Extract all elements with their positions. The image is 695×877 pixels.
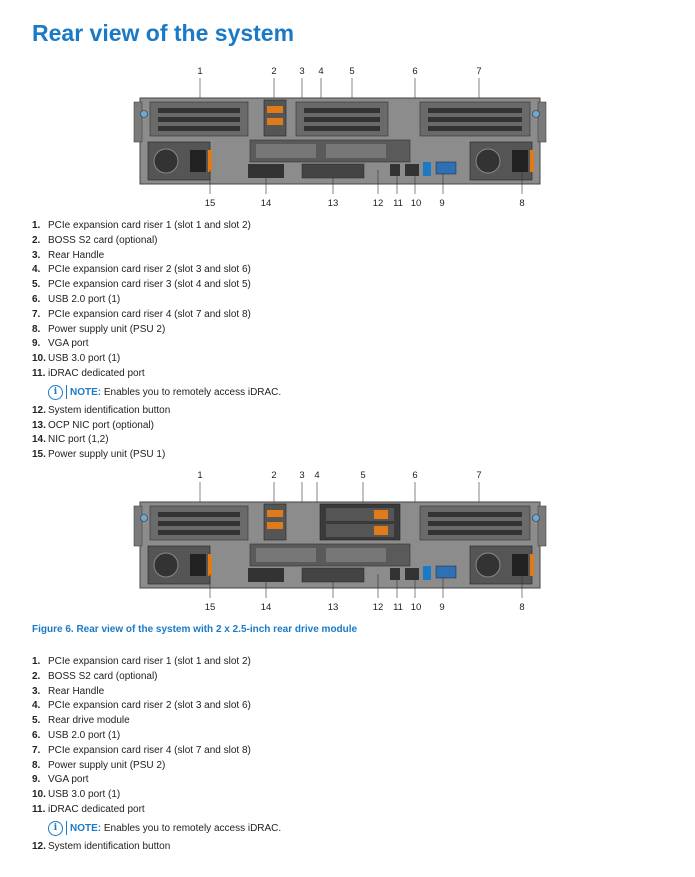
list-item: 12.System identification button	[32, 840, 171, 852]
list-item: 2.BOSS S2 card (optional)	[32, 670, 158, 682]
rear-view-figure-2: 1 2 3 4 5 6 7	[120, 466, 560, 616]
page-title: Rear view of the system	[32, 20, 295, 46]
info-icon: i	[48, 384, 63, 400]
callout-1: 1	[197, 66, 202, 77]
list-item: 6.USB 2.0 port (1)	[32, 729, 121, 741]
server-rear-diagram-2: 1 2 3 4 5 6 7	[133, 470, 547, 613]
callout-4: 4	[318, 66, 323, 77]
list-item: 5.PCIe expansion card riser 3 (slot 4 an…	[32, 279, 251, 291]
callout-1: 1	[197, 470, 202, 481]
top-callouts-1: 1 2 3 4 5 6 7	[197, 66, 481, 77]
callout-10: 10	[411, 602, 422, 613]
callout-15: 15	[205, 602, 216, 613]
callout-9: 9	[439, 602, 444, 613]
list-item: 14.NIC port (1,2)	[32, 434, 109, 446]
callout-13: 13	[328, 602, 339, 613]
list-item: 11.iDRAC dedicated port	[32, 803, 145, 815]
callout-6: 6	[412, 470, 417, 481]
callout-15: 15	[205, 198, 216, 209]
list-item: 9.VGA port	[32, 338, 89, 350]
callout-12: 12	[373, 198, 384, 209]
list-item: 8.Power supply unit (PSU 2)	[32, 759, 166, 771]
note-divider	[66, 821, 67, 836]
bottom-callouts-2: 15 14 13 12 11 10 9 8	[205, 602, 525, 613]
list-item: 6.USB 2.0 port (1)	[32, 293, 121, 305]
callout-4: 4	[314, 470, 319, 481]
list-item: 7.PCIe expansion card riser 4 (slot 7 an…	[32, 744, 251, 756]
top-callouts-2: 1 2 3 4 5 6 7	[197, 470, 481, 481]
callout-2: 2	[271, 470, 276, 481]
list-item: 12.System identification button	[32, 404, 171, 416]
list-item: 8.Power supply unit (PSU 2)	[32, 323, 166, 335]
component-list-2: 1.PCIe expansion card riser 1 (slot 1 an…	[32, 655, 652, 855]
list-item: 4.PCIe expansion card riser 2 (slot 3 an…	[32, 264, 251, 276]
list-item: 3.Rear Handle	[32, 685, 105, 697]
callout-5: 5	[360, 470, 365, 481]
callout-12: 12	[373, 602, 384, 613]
callout-3: 3	[299, 470, 304, 481]
note-divider	[66, 385, 67, 400]
rear-view-figure-1: 1 2 3 4 5 6 7	[120, 62, 560, 212]
callout-10: 10	[411, 198, 422, 209]
callout-11: 11	[393, 198, 403, 209]
callout-9: 9	[439, 198, 444, 209]
list-item: 11.iDRAC dedicated port	[32, 367, 145, 379]
list-item: 2.BOSS S2 card (optional)	[32, 234, 158, 246]
list-item: 13.OCP NIC port (optional)	[32, 419, 154, 431]
list-item: 3.Rear Handle	[32, 249, 105, 261]
list-item: 4.PCIe expansion card riser 2 (slot 3 an…	[32, 700, 251, 712]
callout-14: 14	[261, 602, 272, 613]
callout-6: 6	[412, 66, 417, 77]
callout-14: 14	[261, 198, 272, 209]
callout-7: 7	[476, 66, 481, 77]
info-icon: i	[48, 820, 63, 836]
callout-8: 8	[519, 602, 524, 613]
list-item: 1.PCIe expansion card riser 1 (slot 1 an…	[32, 220, 251, 231]
list-item: 10.USB 3.0 port (1)	[32, 789, 121, 801]
callout-8: 8	[519, 198, 524, 209]
callout-7: 7	[476, 470, 481, 481]
callout-11: 11	[393, 602, 403, 613]
list-item: 5.Rear drive module	[32, 715, 130, 727]
callout-2: 2	[271, 66, 276, 77]
callout-5: 5	[349, 66, 354, 77]
bottom-callouts-1: 15 14 13 12 11 10 9 8	[205, 198, 525, 209]
component-list-1: 1.PCIe expansion card riser 1 (slot 1 an…	[32, 219, 652, 463]
list-item: 10.USB 3.0 port (1)	[32, 353, 121, 365]
list-item: 1.PCIe expansion card riser 1 (slot 1 an…	[32, 656, 251, 667]
figure-caption: Figure 6. Rear view of the system with 2…	[32, 624, 358, 635]
list-item: 9.VGA port	[32, 774, 89, 786]
list-item: 7.PCIe expansion card riser 4 (slot 7 an…	[32, 308, 251, 320]
callout-13: 13	[328, 198, 339, 209]
server-rear-diagram-1: 1 2 3 4 5 6 7	[133, 66, 547, 209]
list-item: 15.Power supply unit (PSU 1)	[32, 449, 166, 461]
callout-3: 3	[299, 66, 304, 77]
